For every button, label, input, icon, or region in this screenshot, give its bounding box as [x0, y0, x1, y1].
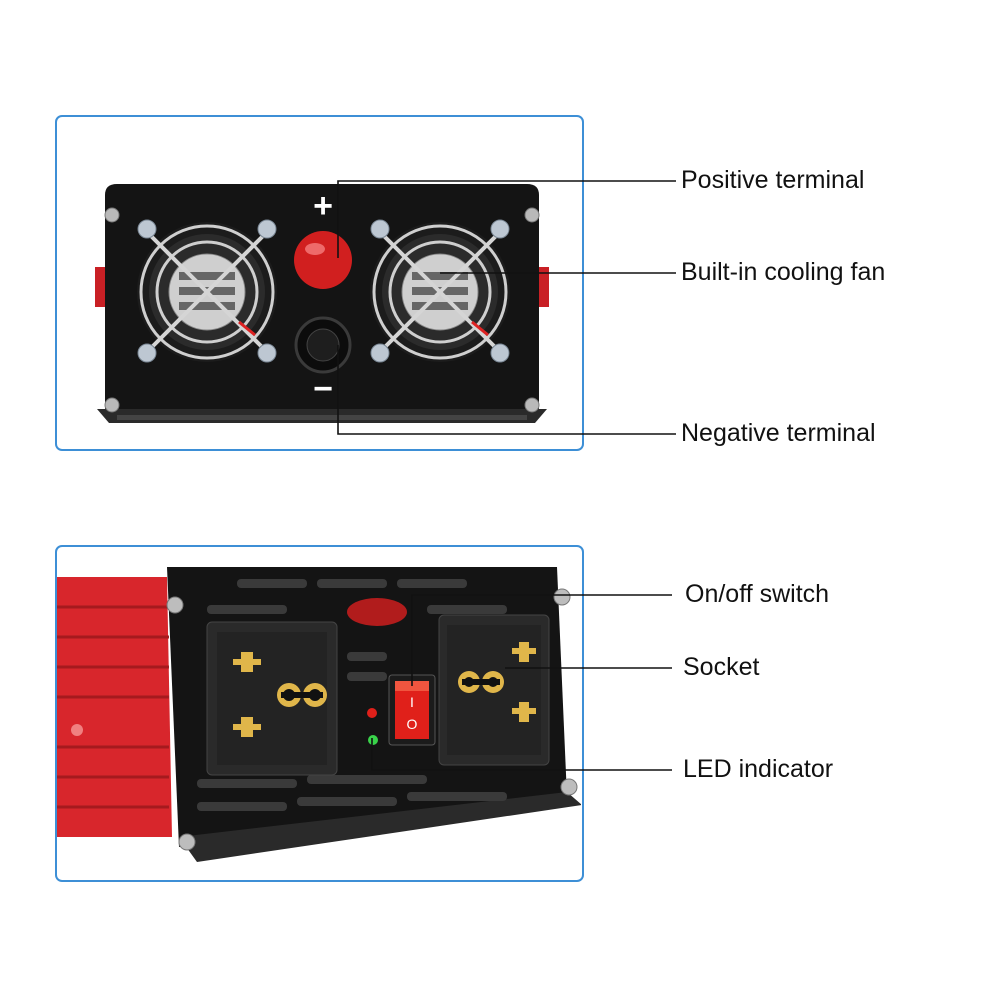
rear-panel-illustration: + −: [95, 184, 549, 423]
fan-screw: [137, 219, 157, 239]
internal-wire: [347, 598, 407, 626]
fan-screw: [137, 343, 157, 363]
screw: [560, 778, 578, 796]
socket-left: [206, 621, 338, 776]
vent-slots: [197, 579, 507, 811]
callout-socket: Socket: [683, 653, 760, 681]
screw: [524, 397, 540, 413]
screw: [166, 596, 184, 614]
fan-screw: [370, 219, 390, 239]
minus-symbol: −: [313, 370, 333, 408]
negative-terminal: [294, 316, 352, 374]
switch-off-mark: O: [407, 716, 418, 732]
callout-negative-terminal: Negative terminal: [681, 419, 876, 447]
switch-on-mark: I: [410, 694, 414, 710]
fan-screw: [490, 219, 510, 239]
callout-on-off-switch: On/off switch: [685, 580, 830, 608]
callout-cooling-fan: Built-in cooling fan: [681, 258, 886, 286]
front-bracket: [179, 792, 581, 862]
cooling-fan-right: [370, 222, 510, 362]
screw: [104, 207, 120, 223]
screw: [104, 397, 120, 413]
red-housing-side: [57, 577, 172, 837]
housing-screw: [71, 724, 83, 736]
bracket-highlight: [117, 415, 527, 420]
socket-right: [438, 614, 550, 766]
leader-positive-terminal: [337, 180, 676, 258]
fan-screw: [257, 343, 277, 363]
cooling-fan-left: [137, 222, 277, 362]
led-green: [368, 735, 378, 745]
leader-led-indicator: [371, 738, 672, 771]
leader-negative-terminal: [337, 345, 676, 435]
screw: [553, 588, 571, 606]
rear-panel-photo: + −: [55, 115, 584, 451]
led-red: [367, 708, 377, 718]
fan-screw: [490, 343, 510, 363]
housing-fins: [57, 605, 169, 809]
fan-screw: [257, 219, 277, 239]
callout-positive-terminal: Positive terminal: [681, 166, 865, 194]
leader-on-off-switch: [411, 594, 672, 686]
fan-screw: [370, 343, 390, 363]
screw: [178, 833, 196, 851]
front-panel-illustration: I O: [57, 567, 581, 862]
plus-symbol: +: [313, 187, 333, 225]
front-panel-photo: I O: [55, 545, 584, 882]
callout-led-indicator: LED indicator: [683, 755, 834, 783]
screw: [524, 207, 540, 223]
